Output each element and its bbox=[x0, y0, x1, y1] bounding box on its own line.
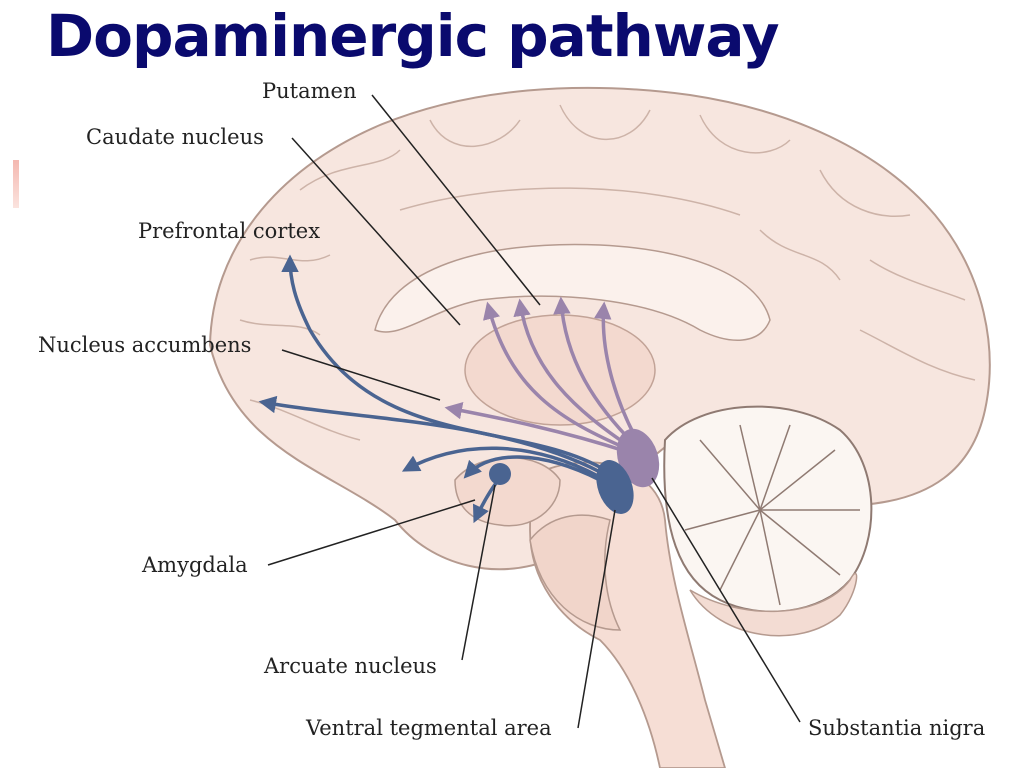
nigrostriatal-pathway bbox=[444, 296, 640, 454]
label-amygdala: Amygdala bbox=[141, 553, 248, 577]
ventral-tegmental-nucleus bbox=[596, 460, 634, 514]
cerebellar-folia bbox=[684, 424, 860, 606]
label-ventral-tegmental-area: Ventral tegmental area bbox=[305, 716, 552, 740]
slide-title: Dopaminergic pathway bbox=[46, 2, 780, 70]
thalamus bbox=[464, 314, 656, 426]
label-caudate-nucleus: Caudate nucleus bbox=[86, 125, 264, 149]
label-putamen: Putamen bbox=[262, 79, 356, 103]
pons bbox=[529, 514, 622, 631]
arcuate-nucleus-body bbox=[489, 463, 511, 485]
leader-lines bbox=[267, 94, 801, 729]
accent-bar bbox=[13, 160, 19, 208]
mesolimbic-pathway bbox=[258, 254, 606, 524]
substantia-nigra-nucleus bbox=[616, 428, 660, 488]
cerebellum bbox=[663, 405, 873, 613]
label-arcuate-nucleus: Arcuate nucleus bbox=[263, 654, 437, 678]
label-nucleus-accumbens: Nucleus accumbens bbox=[38, 333, 251, 357]
label-substantia-nigra: Substantia nigra bbox=[808, 716, 985, 740]
corpus-callosum bbox=[374, 243, 771, 341]
label-prefrontal-cortex: Prefrontal cortex bbox=[138, 219, 320, 243]
cerebellum-lower bbox=[689, 572, 858, 637]
